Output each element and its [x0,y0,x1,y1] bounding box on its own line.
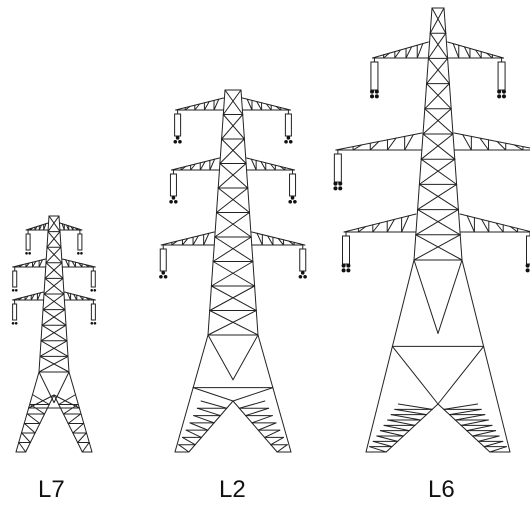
conductor [301,271,305,275]
conductor [333,186,337,190]
tower-label-l7: L7 [38,478,65,502]
conductor [342,268,346,272]
conductor [370,94,374,98]
conductor [80,252,83,255]
conductor [176,136,180,140]
conductor [526,268,530,272]
tower-l2 [159,90,307,452]
conductor [178,140,182,144]
conductor [303,275,307,279]
conductor [28,252,31,255]
insulator [290,174,296,196]
insulator [26,234,30,250]
conductor [497,90,501,94]
cross-arm [12,292,96,325]
conductor [169,200,173,204]
conductor [291,196,295,200]
insulator [343,236,350,264]
conductor [338,186,342,190]
conductor [299,275,303,279]
cross-arm [159,232,307,279]
insulator [91,271,95,287]
cross-arm [12,259,96,292]
insulator [498,62,505,90]
conductor [90,289,93,292]
conductor [159,275,163,279]
conductor [526,264,530,268]
conductor [77,252,80,255]
insulator [175,114,181,136]
cross-arm [173,98,292,144]
conductor [94,289,97,292]
insulator [285,114,291,136]
tower-label-l6: L6 [428,478,455,502]
conductor [173,140,177,144]
tower-l7 [12,216,96,452]
conductor [502,90,506,94]
conductor [346,264,350,268]
conductor [289,140,293,144]
conductor [287,136,291,140]
conductor [375,94,379,98]
insulator [78,234,82,250]
conductor [12,289,15,292]
tower-label-l2: L2 [219,478,246,502]
conductor [94,322,97,325]
conductor [375,90,379,94]
insulator [91,304,95,320]
conductor [91,322,94,325]
conductor [288,200,292,204]
conductor [12,322,15,325]
cross-arm [169,158,296,204]
insulator [170,174,176,196]
insulator [527,236,530,264]
insulator [13,271,17,287]
conductor [370,90,374,94]
conductor [25,252,28,255]
insulator [371,62,378,90]
conductor [161,271,165,275]
tower-l6 [333,8,530,452]
conductor [497,94,501,98]
insulator [334,154,341,182]
cross-arm [333,133,530,190]
insulator [13,304,17,320]
conductor [15,322,18,325]
conductor [346,268,350,272]
insulator [300,249,306,271]
conductor [174,200,178,204]
conductor [293,200,297,204]
conductor [342,264,346,268]
conductor [15,289,18,292]
conductor [338,182,342,186]
insulator [160,249,166,271]
conductor [284,140,288,144]
conductor [333,182,337,186]
conductor [502,94,506,98]
conductor [172,196,176,200]
conductor [164,275,168,279]
